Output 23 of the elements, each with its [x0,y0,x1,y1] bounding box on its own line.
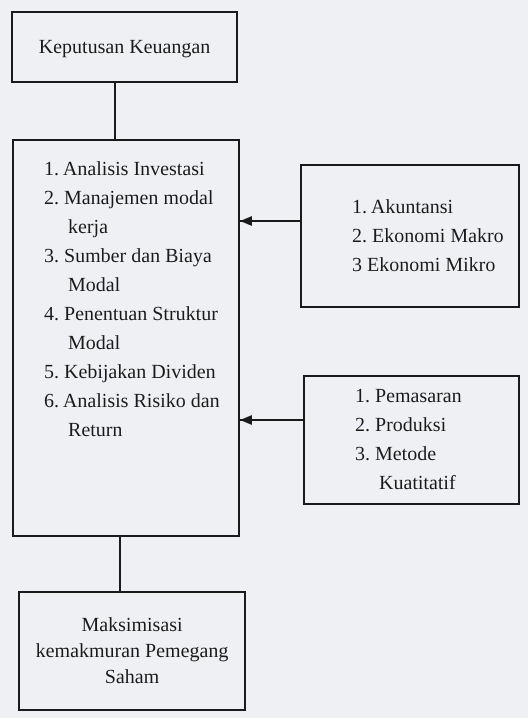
list-item: 1. Analisis Investasi [44,157,206,182]
process-box [18,591,246,711]
process-box [12,139,240,537]
list-item: 1. Akuntansi [352,194,454,220]
connector-line [114,83,116,139]
list-item: 3 Ekonomi Mikro [352,252,496,278]
list-item: 2. Ekonomi Makro [352,224,505,248]
list-item: 2. Produksi [355,413,448,438]
process-box [11,11,238,83]
process-box [300,164,520,308]
arrow [240,216,300,226]
arrow [240,415,303,425]
process-box [303,375,520,505]
list-item: 3. Metode Kuatitatif [355,442,457,496]
list-item: 1. Pemasaran [355,384,463,409]
list-item: 6. Analisis Risiko dan Return [44,389,221,443]
list-item: 3. Sumber dan Biaya Modal [44,244,213,298]
box-text: Keputusan Keuangan [38,35,210,60]
list-item: 5. Kebijakan Dividen [44,360,217,385]
list-item: 2. Manajemen modal kerja [44,186,214,240]
connector-line [119,537,121,591]
box-text: Maksimisasi kemakmuran Pemegang Saham [34,613,230,690]
list-item: 4. Penentuan Struktur Modal [44,302,219,356]
